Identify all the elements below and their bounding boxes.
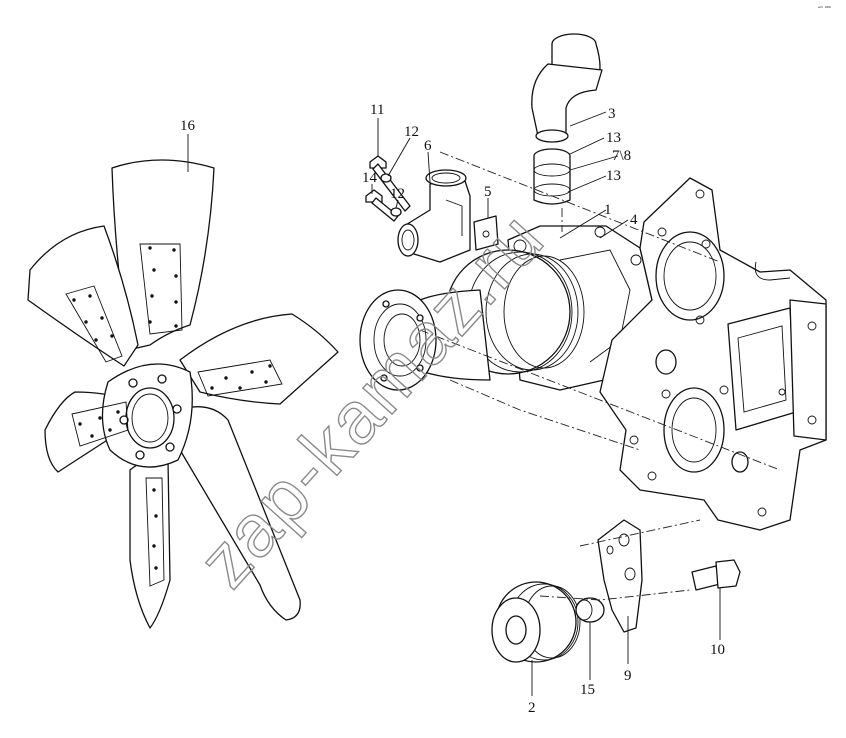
callout-2: 2 — [528, 700, 536, 716]
callout-15: 15 — [580, 682, 595, 698]
callout-9: 9 — [624, 668, 632, 684]
tensioner-bracket — [597, 519, 643, 633]
bolts-and-washers — [365, 155, 411, 222]
callout-14: 14 — [362, 170, 378, 186]
callout-4: 4 — [630, 212, 638, 228]
callout-1: 1 — [604, 202, 612, 218]
leader-lines — [187, 111, 721, 696]
callout-10: 10 — [710, 642, 725, 658]
callout-7-8: 7\8 — [612, 148, 631, 164]
callout-13-lower: 13 — [606, 168, 621, 184]
timing-cover — [599, 177, 827, 531]
idler-pulley — [491, 581, 581, 663]
callout-13-upper: 13 — [606, 130, 621, 146]
callout-labels: 16 11 12 6 14 12 5 3 13 7\8 13 1 4 10 9 … — [180, 102, 725, 716]
corner-mark: ᵉᵐ ⁰⁰⁰ — [818, 6, 831, 12]
spacer-bushing — [575, 597, 605, 623]
callout-12-upper: 12 — [404, 124, 419, 140]
coolant-pipes — [531, 33, 603, 205]
axis-lines — [419, 151, 781, 601]
callout-16: 16 — [180, 118, 196, 134]
callout-11: 11 — [370, 102, 384, 118]
callout-5: 5 — [484, 184, 492, 200]
callout-12-lower: 12 — [390, 186, 405, 202]
callout-3: 3 — [608, 106, 616, 122]
fan-assembly — [27, 159, 339, 629]
adjusting-bolt — [691, 559, 741, 591]
thermostat-housing — [397, 169, 499, 263]
callout-6: 6 — [424, 138, 432, 154]
